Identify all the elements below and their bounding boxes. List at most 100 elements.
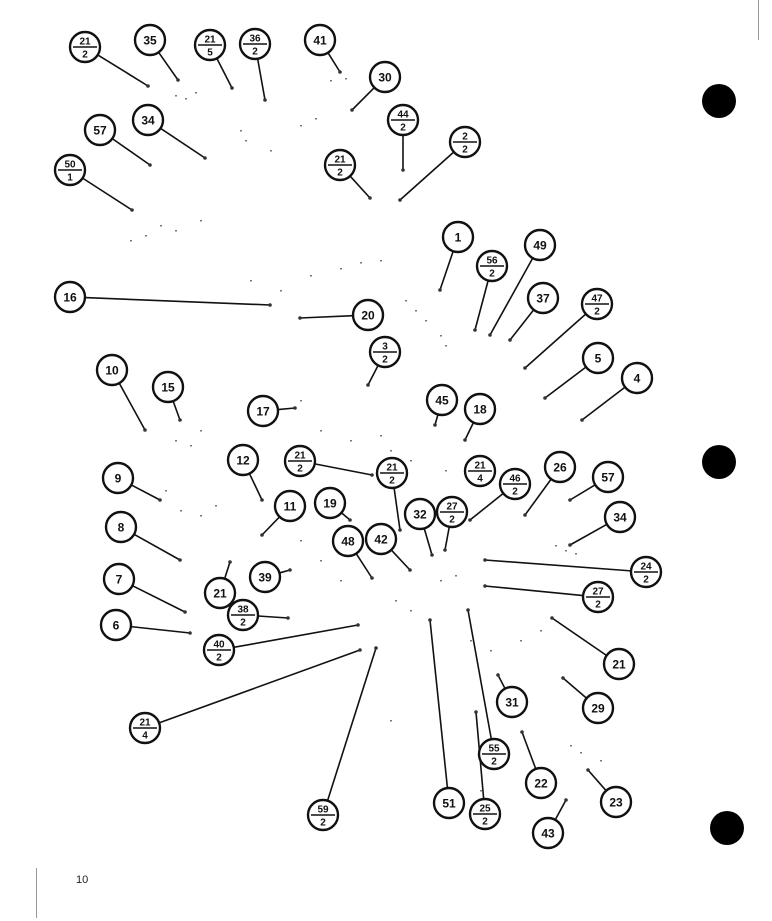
leader-line — [158, 649, 361, 724]
part-mark — [568, 543, 572, 547]
part-mark — [370, 576, 374, 580]
leader-line — [132, 584, 186, 613]
part-mark — [356, 623, 360, 627]
part-mark — [561, 676, 565, 680]
callout-number: 22 — [534, 777, 548, 791]
callout-quantity: 2 — [297, 464, 303, 475]
callout-57: 57 — [591, 460, 625, 494]
leader-line — [82, 177, 133, 211]
leader-line — [130, 484, 161, 501]
leader-line — [299, 314, 354, 319]
callout-circle — [425, 383, 459, 417]
callout-quantity: 2 — [595, 600, 601, 611]
callout-number: 21 — [386, 463, 398, 474]
leader-line — [256, 58, 266, 101]
leader-lines — [82, 51, 632, 821]
callout-number: 39 — [258, 571, 272, 585]
part-speck — [300, 540, 302, 542]
callout-38-2: 382 — [226, 598, 260, 632]
callout-56-2: 562 — [475, 249, 509, 283]
part-speck — [540, 630, 542, 632]
leader-line — [524, 478, 552, 516]
leader-line — [118, 382, 146, 431]
part-speck — [380, 260, 382, 262]
callout-9: 9 — [101, 461, 135, 495]
callout-circle — [351, 298, 385, 332]
part-mark — [398, 198, 402, 202]
callout-circle — [95, 353, 129, 387]
callout-number: 32 — [413, 508, 427, 522]
callout-number: 7 — [116, 573, 123, 587]
part-speck — [350, 440, 352, 442]
part-mark — [473, 328, 477, 332]
page-number: 10 — [76, 874, 89, 886]
leader-line — [84, 296, 271, 306]
callout-39: 39 — [248, 560, 282, 594]
leader-line — [429, 619, 449, 789]
callout-5: 5 — [581, 341, 615, 375]
callout-number: 51 — [442, 797, 456, 811]
leader-line — [314, 463, 373, 476]
part-speck — [175, 440, 177, 442]
leader-line — [393, 487, 401, 531]
callout-27-2: 272 — [435, 495, 469, 529]
callout-circle — [331, 524, 365, 558]
part-mark — [358, 648, 362, 652]
part-mark — [260, 498, 264, 502]
part-speck — [245, 140, 247, 142]
part-speck — [200, 515, 202, 517]
callout-37: 37 — [526, 281, 560, 315]
callout-number: 15 — [161, 381, 175, 395]
callout-21: 21 — [602, 647, 636, 681]
callout-circle — [151, 370, 185, 404]
callout-31: 31 — [495, 685, 529, 719]
leader-line — [160, 127, 206, 159]
part-speck — [320, 560, 322, 562]
callout-quantity: 4 — [142, 731, 148, 742]
callout-number: 21 — [139, 718, 151, 729]
callout-36-2: 362 — [238, 27, 272, 61]
callout-48: 48 — [331, 524, 365, 558]
callout-8: 8 — [104, 510, 138, 544]
callout-circle — [581, 691, 615, 725]
leader-line — [351, 87, 375, 111]
callout-number: 9 — [115, 472, 122, 486]
callout-number: 49 — [533, 239, 547, 253]
part-speck — [390, 720, 392, 722]
callout-51: 51 — [432, 786, 466, 820]
part-mark — [268, 303, 272, 307]
callout-1: 1 — [441, 220, 475, 254]
part-mark — [401, 168, 405, 172]
callout-circle — [133, 23, 167, 57]
part-mark — [398, 528, 402, 532]
callout-3-2: 32 — [368, 335, 402, 369]
callout-circle — [246, 394, 280, 428]
binding-holes — [702, 84, 744, 845]
leader-line — [111, 137, 151, 166]
callout-circle — [364, 522, 398, 556]
leader-line — [261, 516, 281, 536]
callout-35: 35 — [133, 23, 167, 57]
part-mark — [263, 98, 267, 102]
callout-number: 55 — [488, 744, 500, 755]
callout-quantity: 2 — [337, 168, 343, 179]
callout-circle — [313, 486, 347, 520]
part-speck — [300, 125, 302, 127]
callout-30: 30 — [368, 60, 402, 94]
callout-number: 20 — [361, 309, 375, 323]
callout-quantity: 2 — [449, 515, 455, 526]
callout-12: 12 — [226, 443, 260, 477]
part-speck — [250, 280, 252, 282]
part-speck — [570, 745, 572, 747]
leader-line — [367, 364, 379, 386]
leader-line — [223, 561, 231, 579]
leader-line — [569, 523, 608, 546]
callout-47-2: 472 — [580, 287, 614, 321]
leader-line — [216, 57, 233, 89]
callout-15: 15 — [151, 370, 185, 404]
leader-line — [399, 151, 455, 201]
callout-number: 21 — [334, 155, 346, 166]
callout-number: 29 — [591, 702, 605, 716]
leader-line — [551, 617, 608, 657]
callout-circle — [226, 443, 260, 477]
